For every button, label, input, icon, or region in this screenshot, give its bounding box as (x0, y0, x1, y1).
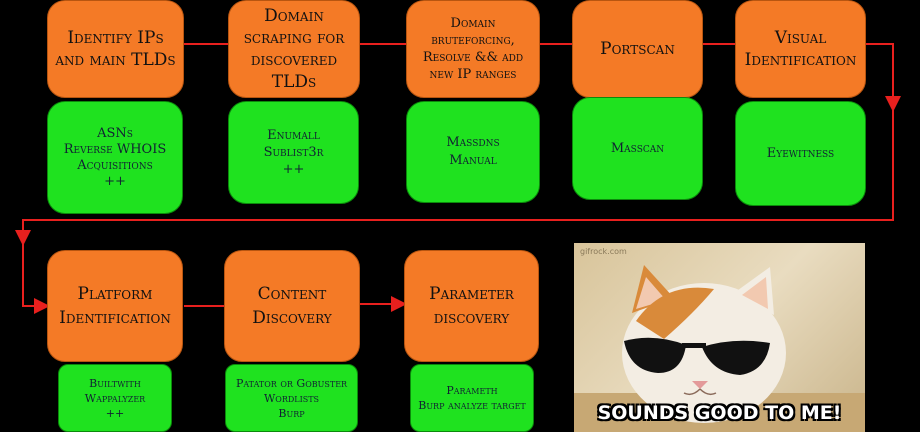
stage-1-title: Identify IPs and main TLDs (55, 28, 176, 70)
stage-1-tools-box: ASNs Reverse WHOIS Acquisitions ++ (47, 101, 183, 214)
stage-8-title-box: Parameter discovery (404, 250, 539, 362)
stage-3-title-box: Domain bruteforcing, Resolve && add new … (406, 0, 540, 98)
stage-8-title: Parameter discovery (429, 284, 514, 328)
stage-6-title: Platform Identification (59, 284, 171, 328)
stage-7-title: Content Discovery (252, 284, 332, 328)
gif-watermark: gifrock.com (580, 247, 627, 256)
stage-3-tools-box: Massdns Manual (406, 101, 540, 203)
arrow-wrap-back (15, 108, 894, 246)
stage-7-tools: Patator or Gobuster Wordlists Burp (235, 376, 348, 420)
stage-8-tools: Parameth Burp analyze target (418, 384, 526, 412)
gif-caption: SOUNDS GOOD TO ME! (597, 402, 842, 424)
stage-6-title-box: Platform Identification (47, 250, 183, 362)
stage-7-title-box: Content Discovery (224, 250, 360, 362)
stage-1-tools: ASNs Reverse WHOIS Acquisitions ++ (63, 125, 167, 189)
stage-2-title: Domain scraping for discovered TLDs (243, 6, 345, 92)
arrow-to-6 (22, 242, 50, 314)
stage-5-title-box: Visual Identification (735, 0, 866, 98)
stage-4-title-box: Portscan (572, 0, 703, 98)
cat-with-sunglasses-image (574, 265, 865, 432)
stage-3-title: Domain bruteforcing, Resolve && add new … (422, 16, 524, 82)
stage-6-tools: Builtwith Wappalyzer ++ (84, 376, 146, 420)
arrow-5-wrap (866, 43, 901, 112)
stage-6-tools-box: Builtwith Wappalyzer ++ (58, 364, 172, 432)
stage-2-tools-box: Enumall Sublist3r ++ (228, 101, 359, 204)
stage-2-title-box: Domain scraping for discovered TLDs (228, 0, 360, 98)
stage-4-tools-box: Masscan (572, 97, 703, 200)
cat-gif: gifrock.com SOUNDS GOOD TO ME! (574, 243, 865, 432)
stage-5-tools: Eyewitness (766, 146, 835, 161)
stage-4-title: Portscan (600, 39, 675, 59)
stage-1-title-box: Identify IPs and main TLDs (47, 0, 184, 98)
stage-2-tools: Enumall Sublist3r ++ (263, 128, 324, 177)
stage-8-tools-box: Parameth Burp analyze target (410, 364, 534, 432)
stage-4-tools: Masscan (610, 141, 665, 156)
stage-7-tools-box: Patator or Gobuster Wordlists Burp (225, 364, 358, 432)
stage-5-tools-box: Eyewitness (735, 101, 866, 206)
stage-3-tools: Massdns Manual (446, 135, 500, 168)
stage-5-title: Visual Identification (744, 28, 857, 70)
